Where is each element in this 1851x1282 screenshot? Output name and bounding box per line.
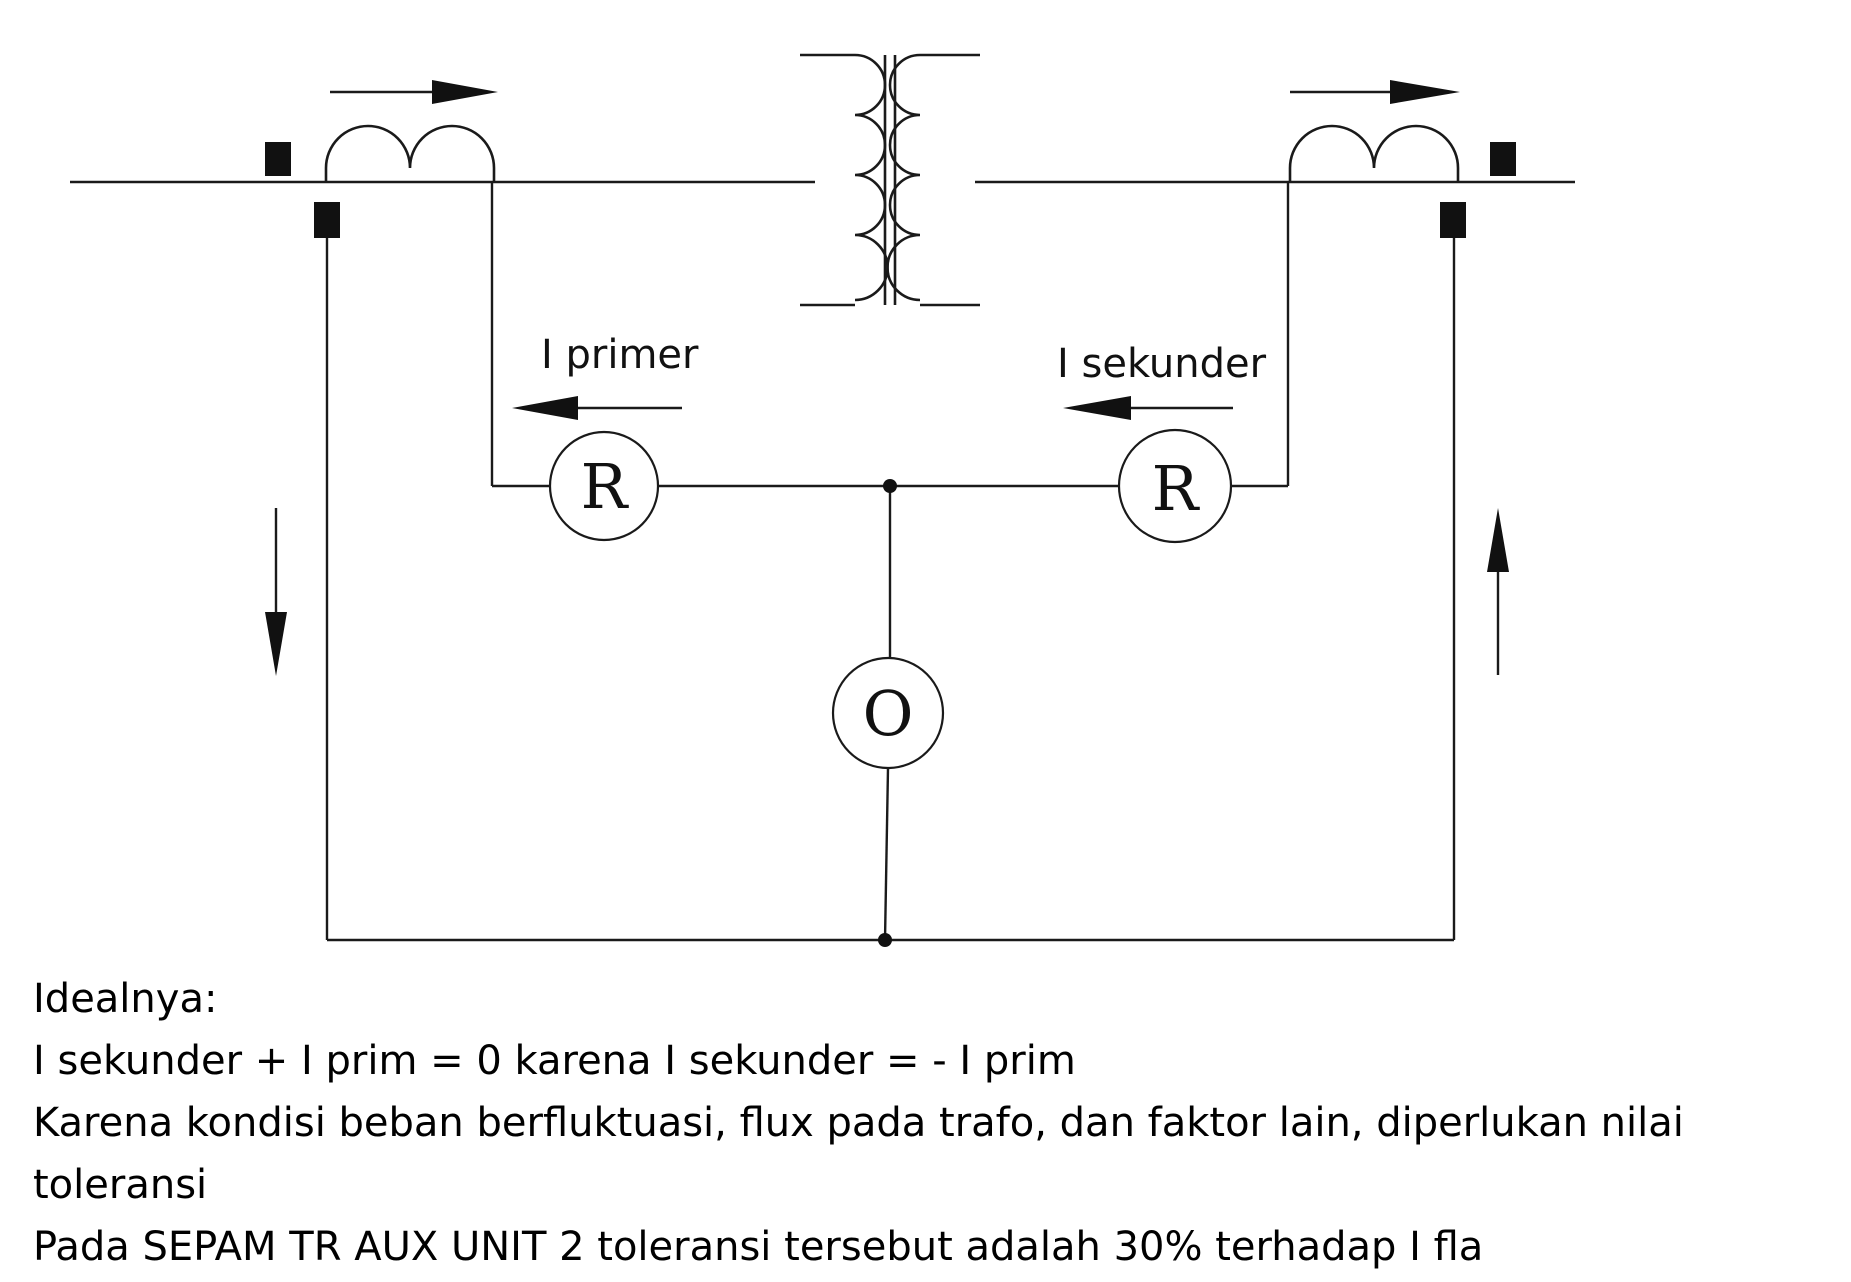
left-ct-polarity-mark-bottom bbox=[314, 202, 340, 238]
secondary-circuit bbox=[325, 182, 1456, 942]
right-ct-polarity-mark-bottom bbox=[1440, 202, 1466, 238]
junction-node-bottom bbox=[878, 933, 892, 947]
right-ct-coil bbox=[1288, 124, 1460, 182]
differential-protection-diagram: R R O I primer I sekunder bbox=[70, 53, 1575, 947]
secondary-current-arrow bbox=[1063, 396, 1233, 420]
note-line: Karena kondisi beban berfluktuasi, flux … bbox=[33, 1100, 1684, 1208]
label-i-primer: I primer bbox=[541, 332, 699, 378]
right-loop-up-arrow bbox=[1487, 508, 1509, 675]
restraint-relay-right-letter: R bbox=[1152, 452, 1201, 525]
restraint-relay-left-letter: R bbox=[581, 450, 630, 523]
power-transformer bbox=[800, 53, 980, 307]
right-ct-polarity-mark-top bbox=[1490, 142, 1516, 176]
left-loop-down-arrow bbox=[265, 508, 287, 676]
explanation-notes: Idealnya: I sekunder + I prim = 0 karena… bbox=[33, 968, 1813, 1278]
left-ct-flow-arrow bbox=[330, 80, 498, 104]
restraint-relay-left: R bbox=[548, 430, 660, 542]
left-ct-coil bbox=[324, 124, 496, 182]
left-ct-polarity-mark-top bbox=[265, 142, 291, 176]
primary-current-arrow bbox=[512, 396, 682, 420]
operating-relay-letter: O bbox=[863, 677, 914, 750]
restraint-relay-right: R bbox=[1117, 428, 1233, 544]
right-ct-flow-arrow bbox=[1290, 80, 1460, 104]
note-line: I sekunder + I prim = 0 karena I sekunde… bbox=[33, 1038, 1076, 1084]
note-line: Idealnya: bbox=[33, 976, 218, 1022]
note-line: Pada SEPAM TR AUX UNIT 2 toleransi terse… bbox=[33, 1224, 1484, 1270]
label-i-sekunder: I sekunder bbox=[1057, 341, 1267, 387]
junction-node-top bbox=[883, 479, 897, 493]
operating-relay: O bbox=[831, 656, 945, 770]
